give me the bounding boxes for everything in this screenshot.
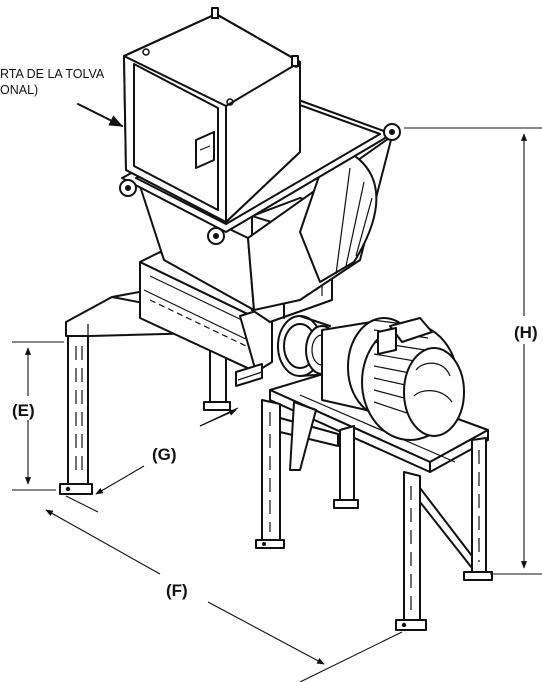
dimension-f-label: (F) (166, 581, 188, 600)
electric-motor (321, 317, 465, 441)
callout-line-1: RTA DE LA TOLVA (0, 67, 105, 81)
hopper-cover (123, 7, 301, 223)
callout-line-2: ONAL) (0, 83, 38, 97)
dimension-e-label: (E) (12, 401, 35, 420)
foot-pad (59, 483, 93, 495)
dimension-h-label: (H) (514, 323, 538, 342)
callout-arrow (77, 103, 124, 127)
dimension-e: (E) (12, 341, 64, 491)
dimension-h: (H) (404, 127, 542, 575)
dimension-g-label: (G) (152, 445, 177, 464)
dimension-g: (G) (65, 407, 239, 513)
dimension-f: (F) (45, 509, 403, 682)
hopper-cover-callout: RTA DE LA TOLVA ONAL) (0, 67, 124, 127)
